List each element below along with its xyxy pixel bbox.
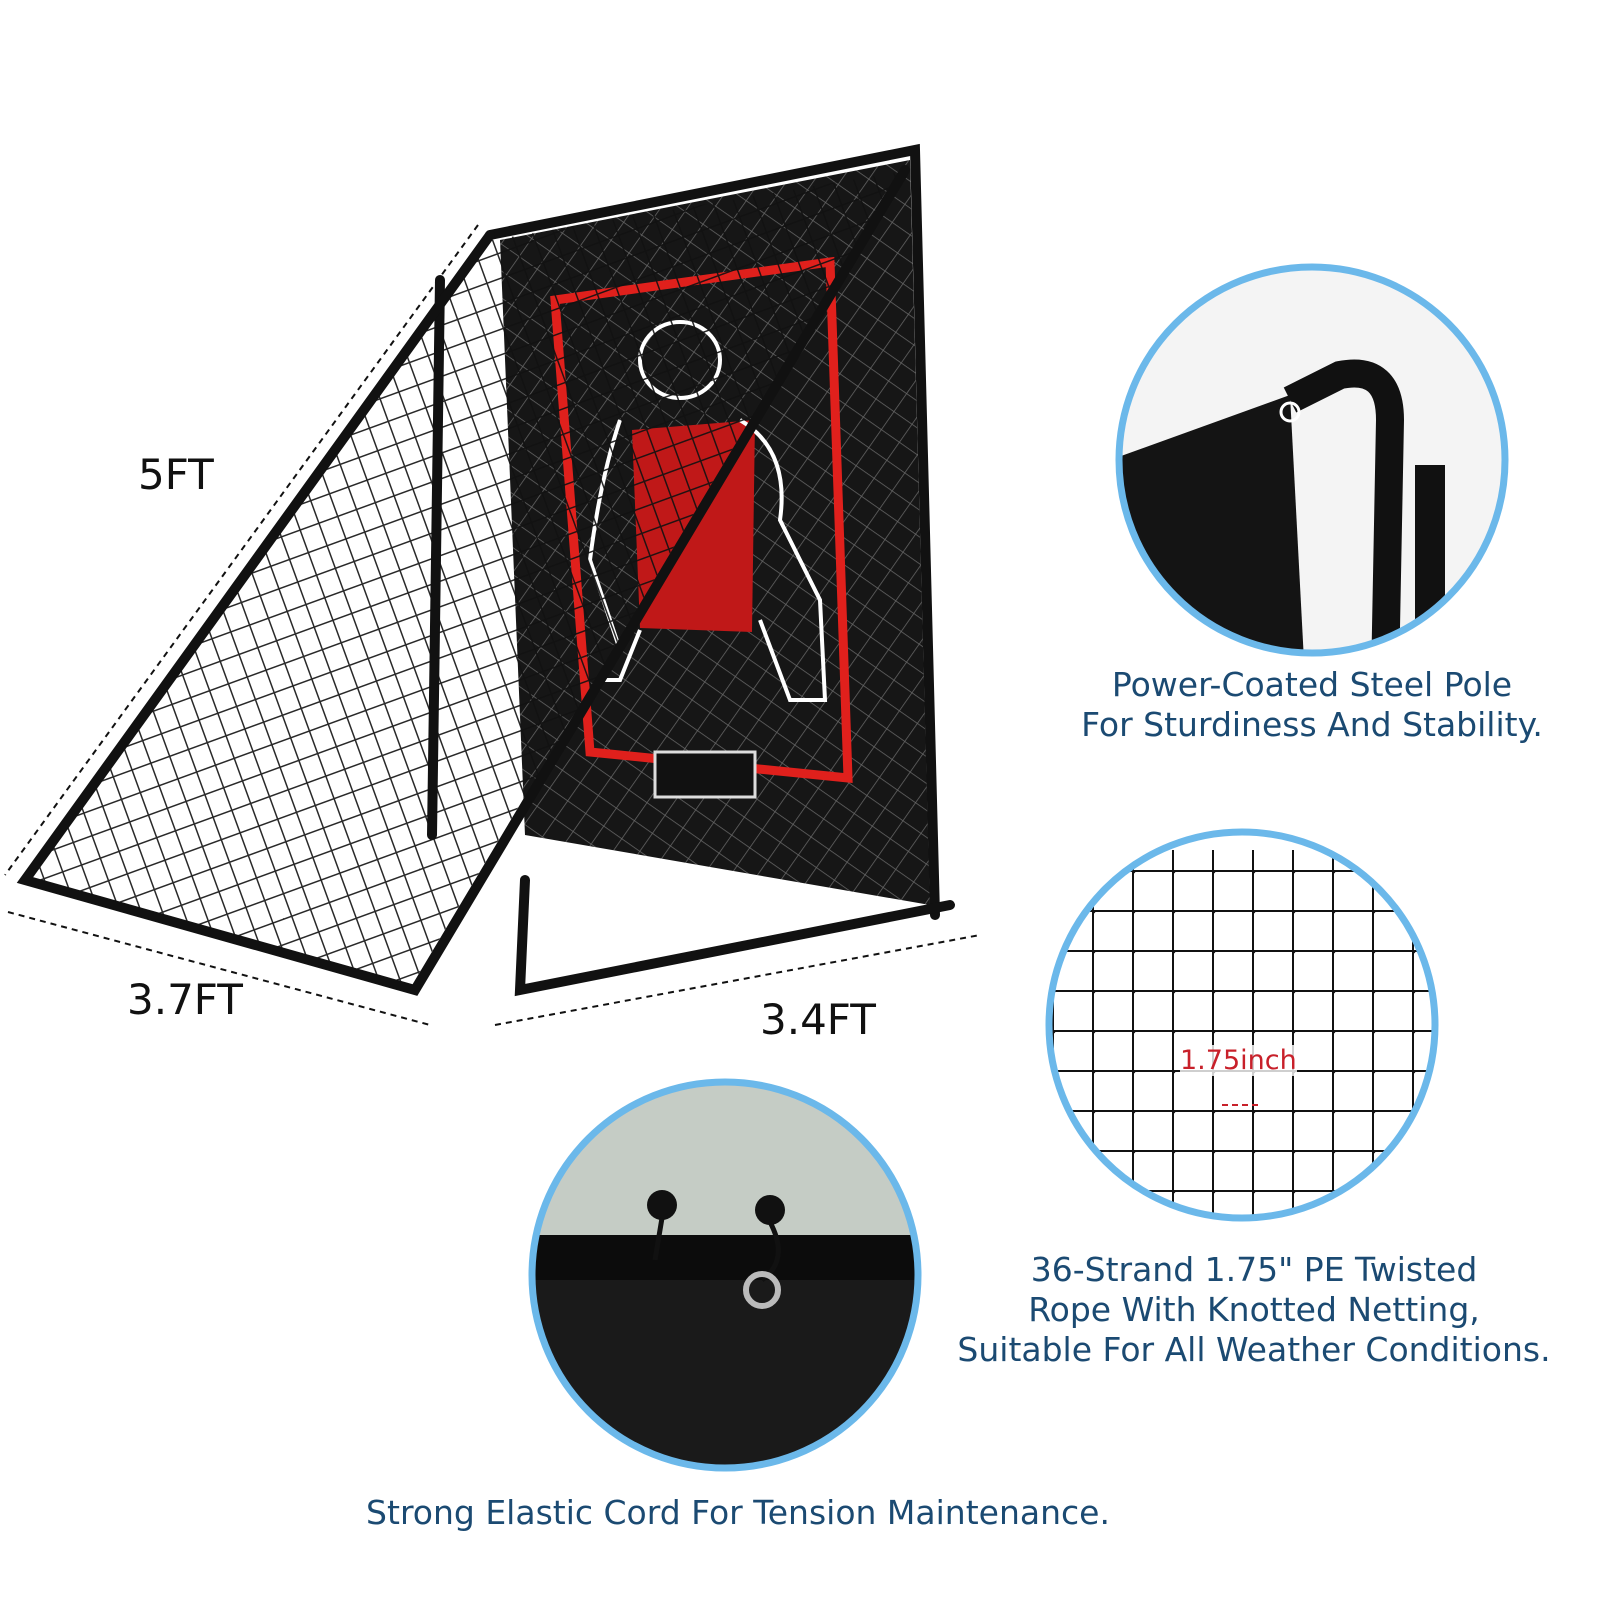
- height-dimension: 5FT: [138, 450, 214, 499]
- width-dimension: 3.4FT: [760, 995, 876, 1044]
- dimension-lines: [4, 224, 981, 1026]
- netting-caption: 36-Strand 1.75" PE Twisted Rope With Kno…: [957, 1250, 1551, 1369]
- mesh-size-label: 1.75inch: [1180, 1045, 1297, 1076]
- rebound-net: [30, 172, 898, 985]
- depth-dimension: 3.7FT: [127, 975, 243, 1024]
- steel-pole-detail: [1115, 263, 1509, 657]
- netting-detail: [1045, 828, 1439, 1222]
- steel-pole-caption: Power-Coated Steel Pole For Sturdiness A…: [1081, 665, 1543, 744]
- elastic-cord-caption: Strong Elastic Cord For Tension Maintena…: [366, 1493, 1110, 1532]
- elastic-cord-detail: [528, 1078, 922, 1472]
